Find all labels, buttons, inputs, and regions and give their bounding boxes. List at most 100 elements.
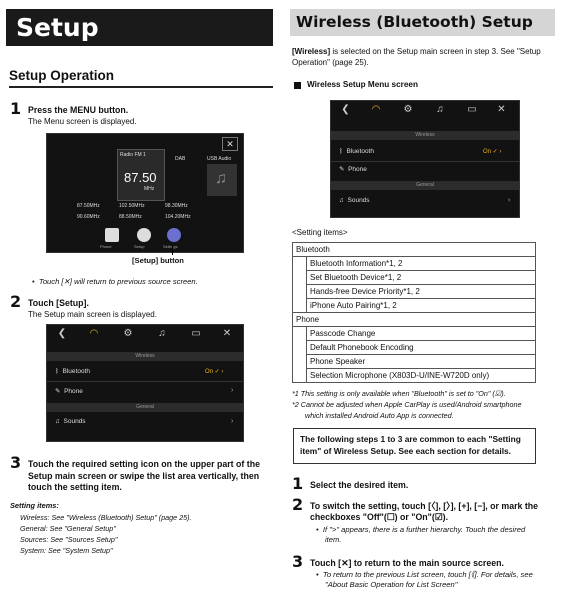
note-text: If ">" appears, there is a further hiera… bbox=[322, 525, 526, 534]
indent bbox=[292, 284, 307, 299]
step-title: Touch [Setup]. bbox=[28, 298, 89, 308]
table-row: Hands-free Device Priority*1, 2 bbox=[306, 284, 536, 299]
music-note-icon: ♫ bbox=[215, 170, 227, 187]
items-heading: Setting items: bbox=[10, 501, 59, 510]
step-desc: The Menu screen is displayed. bbox=[28, 117, 137, 126]
icon-label: Settings bbox=[163, 244, 178, 249]
title-line: checkboxes "Off"(☐) or "On"(☑). bbox=[310, 512, 449, 522]
list-item[interactable]: ♫ Sounds bbox=[55, 418, 86, 425]
sources-icon[interactable]: ♫ bbox=[158, 328, 166, 339]
setup-icon-bar: ❮ ◠ ⚙ ♫ ▭ ✕ bbox=[47, 328, 243, 339]
indent bbox=[292, 368, 307, 383]
row-label: Phone bbox=[64, 388, 83, 395]
preset: 98.30MHz bbox=[165, 203, 188, 209]
row-label: Bluetooth bbox=[346, 148, 374, 155]
preset: 87.50MHz bbox=[77, 203, 100, 209]
step-number: 1 bbox=[292, 474, 304, 493]
table-row: Selection Microphone (X803D-U/INE-W720D … bbox=[306, 368, 536, 383]
item: Sources: See "Sources Setup" bbox=[20, 535, 118, 544]
step-title: To switch the setting, touch [〈], [〉], [… bbox=[310, 501, 538, 523]
settings-table: Bluetooth Bluetooth Information*1, 2 Set… bbox=[292, 242, 536, 383]
section-bar: Wireless bbox=[47, 352, 243, 361]
step-desc: The Setup main screen is displayed. bbox=[28, 310, 157, 319]
footnote: which installed Android Auto App is conn… bbox=[305, 411, 454, 420]
chevron-right-icon: › bbox=[508, 197, 511, 204]
back-icon[interactable]: ❮ bbox=[341, 104, 350, 115]
list-item[interactable]: ᛒ Bluetooth bbox=[55, 368, 90, 375]
menu-screenshot: ✕ Radio FM 1 87.50 MHz DAB USB Audio ♫ 8… bbox=[46, 133, 244, 253]
close-icon[interactable]: ✕ bbox=[222, 328, 232, 339]
row-value: On ✓ › bbox=[483, 149, 502, 155]
footnote: *2 Cannot be adjusted when Apple CarPlay… bbox=[292, 400, 522, 409]
table-row: Set Bluetooth Device*1, 2 bbox=[306, 270, 536, 285]
group-header: Bluetooth bbox=[292, 242, 536, 257]
preset: 90.60MHz bbox=[77, 214, 100, 220]
indent bbox=[292, 326, 307, 341]
note-bullet: • To return to the previous List screen,… bbox=[316, 570, 533, 589]
setup-icon[interactable] bbox=[137, 228, 151, 242]
step-number: 1 bbox=[10, 99, 22, 118]
info-box: The following steps 1 to 3 are common to… bbox=[293, 428, 536, 464]
item: System: See "System Setup" bbox=[20, 546, 113, 555]
intro-rest: is selected on the Setup main screen in … bbox=[292, 47, 541, 67]
items-list: Wireless: See "Wireless (Bluetooth) Setu… bbox=[20, 512, 192, 556]
close-icon[interactable]: ✕ bbox=[497, 104, 506, 115]
step-title: Touch [✕] to return to the main source s… bbox=[310, 558, 504, 568]
section-heading: Setup Operation bbox=[9, 68, 115, 83]
list-item[interactable]: ᛒ Bluetooth bbox=[339, 148, 374, 155]
indent bbox=[292, 256, 307, 271]
usb-tile: ♫ bbox=[207, 164, 237, 196]
indent bbox=[292, 270, 307, 285]
wireless-icon[interactable]: ◠ bbox=[371, 104, 381, 115]
step-title: Touch the required setting icon on the u… bbox=[28, 459, 260, 492]
sources-icon[interactable]: ♫ bbox=[436, 104, 444, 115]
item: General: See "General Setup" bbox=[20, 524, 116, 533]
footnote: *1 This setting is only available when "… bbox=[292, 389, 506, 398]
intro-text: [Wireless] is selected on the Setup main… bbox=[292, 46, 550, 68]
step-number: 2 bbox=[10, 292, 22, 311]
step-title: Select the desired item. bbox=[310, 480, 409, 490]
divider bbox=[9, 86, 273, 88]
preset: 104.20MHz bbox=[165, 214, 191, 220]
value-on: On bbox=[205, 369, 214, 375]
system-icon[interactable]: ▭ bbox=[191, 328, 201, 339]
section-bar: General bbox=[331, 181, 519, 190]
title-line: To switch the setting, touch [〈], [〉], [… bbox=[310, 501, 539, 511]
chevron-right-icon: › bbox=[231, 387, 234, 394]
radio-tile: Radio FM 1 87.50 MHz bbox=[117, 149, 165, 201]
list-item[interactable]: ✎ Phone bbox=[339, 166, 367, 173]
list-item[interactable]: ♫ Sounds bbox=[339, 197, 370, 204]
note-text: item. bbox=[325, 535, 342, 544]
list-item[interactable]: ✎ Phone bbox=[55, 388, 83, 395]
item: Wireless: See "Wireless (Bluetooth) Setu… bbox=[20, 513, 192, 522]
wireless-icon[interactable]: ◠ bbox=[89, 328, 99, 339]
square-bullet-icon bbox=[294, 82, 301, 89]
group-header: Phone bbox=[292, 312, 536, 327]
note-text: To return to the previous List screen, t… bbox=[322, 570, 533, 579]
divider bbox=[47, 381, 243, 382]
table-row: Passcode Change bbox=[306, 326, 536, 341]
tab-label: DAB bbox=[175, 156, 186, 162]
back-icon[interactable]: ❮ bbox=[57, 328, 67, 339]
wireless-label: [Wireless] bbox=[292, 47, 331, 56]
settings-icon[interactable] bbox=[167, 228, 181, 242]
section-bar: Wireless bbox=[331, 131, 519, 140]
note-bullet: • If ">" appears, there is a further hie… bbox=[316, 525, 526, 544]
section-bar: General bbox=[47, 403, 243, 412]
section-title: Wireless (Bluetooth) Setup bbox=[290, 9, 555, 36]
gear-icon[interactable]: ⚙ bbox=[123, 328, 133, 339]
table-row: Phone Speaker bbox=[306, 354, 536, 369]
row-label: Phone bbox=[348, 166, 367, 173]
gear-icon[interactable]: ⚙ bbox=[403, 104, 413, 115]
divider bbox=[331, 161, 519, 162]
step-number: 3 bbox=[292, 552, 304, 571]
note-bullet: • Touch [✕] will return to previous sour… bbox=[32, 277, 198, 286]
step-title: Press the MENU button. bbox=[28, 105, 129, 115]
phone-icon[interactable] bbox=[105, 228, 119, 242]
chevron-right-icon: › bbox=[231, 418, 234, 425]
table-row: Default Phonebook Encoding bbox=[306, 340, 536, 355]
table-row: iPhone Auto Pairing*1, 2 bbox=[306, 298, 536, 313]
setup-main-screenshot: ❮◠⚙♫▭✕ Wireless ᛒ Bluetooth On ✓ › ✎ Pho… bbox=[46, 324, 244, 442]
system-icon[interactable]: ▭ bbox=[467, 104, 477, 115]
wireless-menu-screenshot: ❮ ◠ ⚙ ♫ ▭ ✕ Wireless ᛒ Bluetooth On ✓ › ✎ Pho… bbox=[330, 100, 520, 218]
